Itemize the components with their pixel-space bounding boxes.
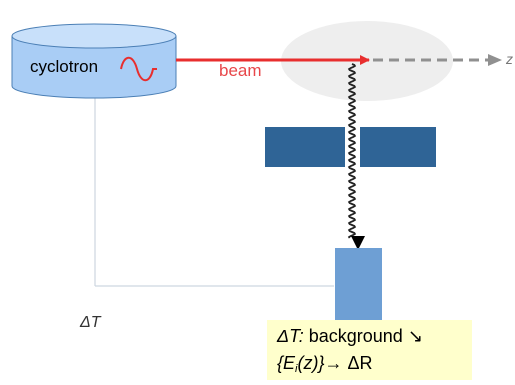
note-result: → ΔR xyxy=(324,353,373,373)
cyclotron xyxy=(11,23,177,99)
collimator-left xyxy=(265,127,345,167)
z-axis-label: z xyxy=(506,51,513,67)
beam-label: beam xyxy=(219,61,262,80)
timing-label: ΔT xyxy=(80,314,101,331)
cyclotron-label: cyclotron xyxy=(30,57,99,76)
collimator-right xyxy=(360,127,436,167)
gamma-arrowhead xyxy=(351,236,365,250)
note-background-text: background ↘ xyxy=(303,326,423,346)
gamma-wavy-path xyxy=(347,63,357,239)
note-delta-t: ΔT: xyxy=(277,326,304,346)
note-line-1: ΔT: background ↘ xyxy=(277,323,462,350)
annotation-note: ΔT: background ↘ {Ei(z)}→ ΔR xyxy=(267,320,472,380)
note-energy-sub: i xyxy=(295,363,298,375)
z-axis-arrowhead xyxy=(488,54,502,66)
note-line-2: {Ei(z)}→ ΔR xyxy=(277,350,462,377)
sine-wave-icon xyxy=(120,56,157,82)
note-energy-open: {E xyxy=(277,353,296,373)
note-energy-close: (z)} xyxy=(297,353,325,373)
detector xyxy=(335,248,382,320)
